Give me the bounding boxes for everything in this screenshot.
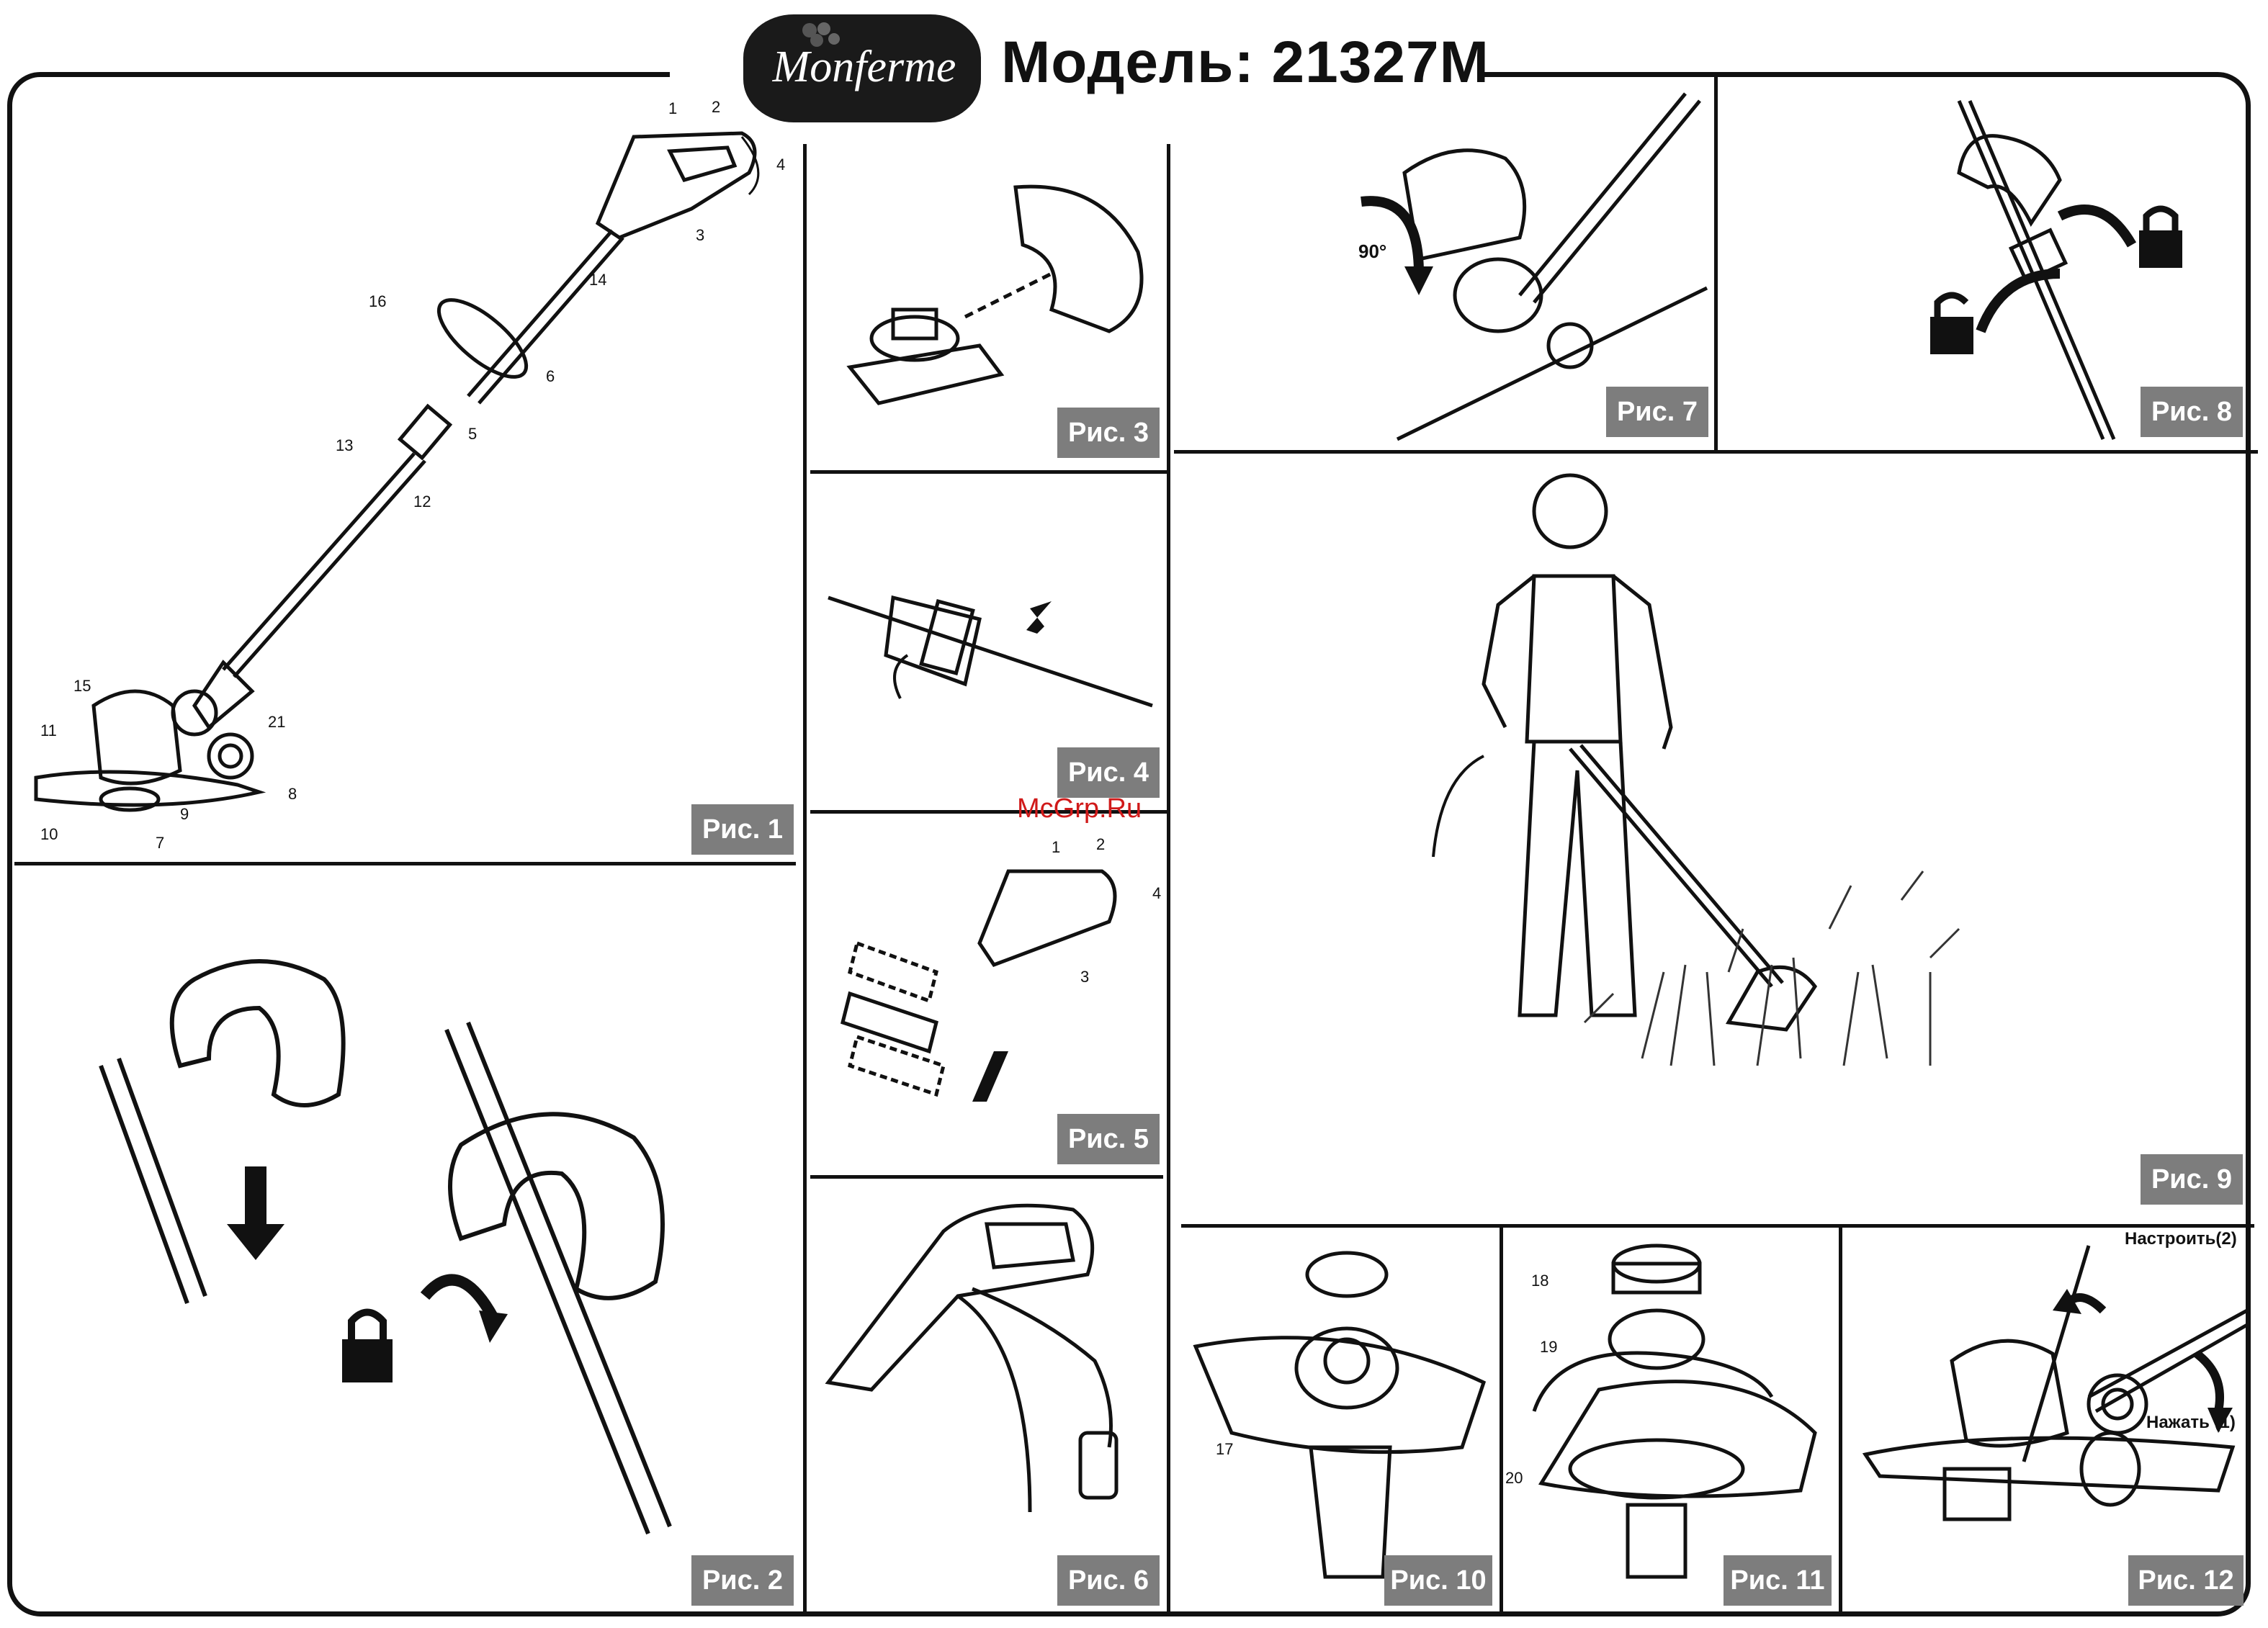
part-label: 12 bbox=[413, 493, 431, 511]
divider bbox=[1500, 1228, 1503, 1613]
divider bbox=[1181, 1224, 2254, 1228]
part-label: 10 bbox=[40, 825, 58, 844]
part-label: 11 bbox=[40, 721, 57, 740]
part-label: 19 bbox=[1540, 1338, 1557, 1357]
part-label: 4 bbox=[776, 156, 785, 174]
spool-remove-illustration bbox=[1188, 1238, 1491, 1591]
part-label: 8 bbox=[288, 785, 297, 804]
head-rotate-illustration bbox=[1916, 101, 2204, 432]
divider bbox=[1174, 450, 2258, 454]
part-label: 17 bbox=[1216, 1440, 1233, 1459]
handle-install-illustration bbox=[86, 950, 735, 1541]
divider bbox=[803, 144, 807, 1613]
figure-caption: Рис. 8 bbox=[2141, 387, 2243, 437]
figure-caption: Рис. 3 bbox=[1057, 408, 1160, 458]
line-advance-illustration bbox=[1858, 1231, 2247, 1584]
figure-caption: Рис. 9 bbox=[2141, 1154, 2243, 1205]
part-label: 20 bbox=[1505, 1469, 1523, 1488]
edging-mode-illustration bbox=[1181, 79, 1707, 439]
part-label: 9 bbox=[180, 805, 189, 824]
figure-caption: Рис. 11 bbox=[1724, 1555, 1832, 1606]
part-label: 1 bbox=[1052, 838, 1060, 857]
brand-name: Monferme bbox=[756, 42, 972, 93]
figure-caption: Рис. 5 bbox=[1057, 1114, 1160, 1164]
part-label: 3 bbox=[1080, 968, 1089, 986]
part-label: 2 bbox=[712, 98, 720, 117]
part-label: 4 bbox=[1152, 884, 1161, 903]
divider bbox=[14, 862, 796, 865]
figure-caption: Рис. 4 bbox=[1057, 747, 1160, 798]
part-label: 14 bbox=[589, 271, 606, 289]
spool-replace-illustration bbox=[1512, 1231, 1829, 1591]
watermark: McGrp.Ru bbox=[1017, 793, 1142, 824]
figure-caption: Рис. 6 bbox=[1057, 1555, 1160, 1606]
part-label: 2 bbox=[1096, 835, 1105, 854]
part-label: 5 bbox=[468, 425, 477, 444]
rotation-angle-label: 90° bbox=[1358, 240, 1386, 263]
part-label: 1 bbox=[668, 99, 677, 118]
part-label: 16 bbox=[369, 292, 386, 311]
part-label: 7 bbox=[156, 834, 164, 853]
divider bbox=[1167, 144, 1170, 1613]
divider bbox=[810, 1175, 1163, 1179]
figure-caption: Рис. 10 bbox=[1384, 1555, 1492, 1606]
part-label: 21 bbox=[268, 713, 285, 732]
divider bbox=[1839, 1228, 1842, 1613]
operator-use-illustration bbox=[1426, 468, 1988, 1210]
part-label: 6 bbox=[546, 367, 555, 386]
part-label: 18 bbox=[1531, 1272, 1548, 1290]
part-label: 15 bbox=[73, 677, 91, 696]
divider bbox=[810, 470, 1170, 474]
press-instruction-label: Нажать (1) bbox=[2146, 1413, 2236, 1433]
figure-caption: Рис. 1 bbox=[691, 804, 794, 855]
tube-lock-illustration bbox=[821, 576, 1160, 756]
adjust-instruction-label: Настроить(2) bbox=[2125, 1229, 2237, 1249]
figure-caption: Рис. 12 bbox=[2128, 1555, 2244, 1606]
part-label: 13 bbox=[336, 436, 353, 455]
figure-caption: Рис. 7 bbox=[1606, 387, 1708, 437]
cord-retainer-illustration bbox=[814, 1188, 1160, 1591]
trimmer-overview-illustration bbox=[22, 94, 792, 857]
guard-install-illustration bbox=[835, 166, 1152, 439]
divider bbox=[1714, 72, 1718, 454]
switch-handle-illustration bbox=[828, 842, 1167, 1145]
part-label: 3 bbox=[696, 226, 704, 245]
figure-caption: Рис. 2 bbox=[691, 1555, 794, 1606]
